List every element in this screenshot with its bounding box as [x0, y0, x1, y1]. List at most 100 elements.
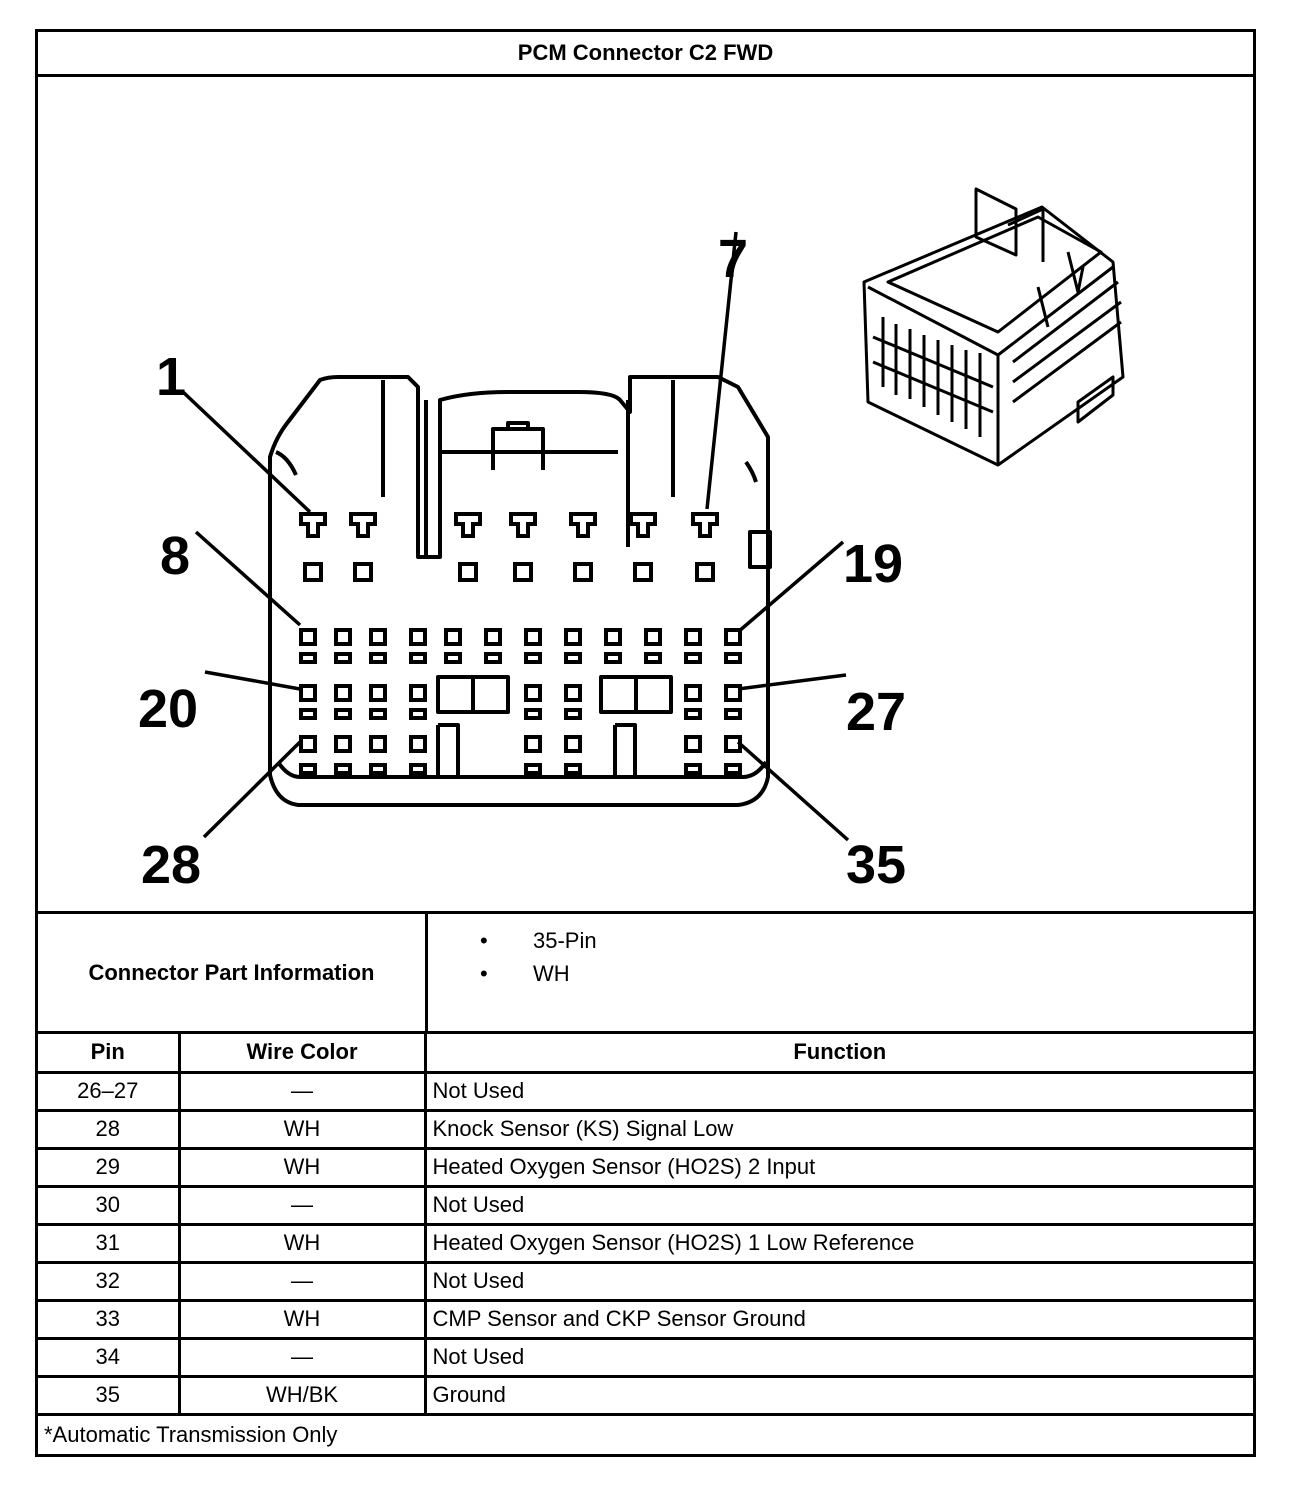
pin-cavity-lower — [524, 708, 542, 720]
pin-cavity-lower — [334, 708, 352, 720]
pin-cavity — [564, 628, 582, 646]
pin-cell: 30 — [38, 1186, 181, 1226]
pin-cavity-lower — [369, 763, 387, 775]
pin-cavity — [369, 628, 387, 646]
pin-cavity-lower — [369, 652, 387, 664]
pin-cavity — [334, 735, 352, 753]
pin-cell: 28 — [38, 1110, 181, 1150]
wire-color-cell: WH — [179, 1148, 427, 1188]
pin-cavity-lower — [334, 652, 352, 664]
pin-cavity — [369, 684, 387, 702]
wire-color-cell: — — [179, 1262, 427, 1302]
pinout-table: Pin Wire Color Function 26–27 — Not Used… — [38, 1034, 1253, 1416]
pin-cavity — [513, 562, 533, 582]
pin-cavity-lower — [484, 652, 502, 664]
pin-cavity-lower — [684, 763, 702, 775]
pin-cavity — [334, 684, 352, 702]
pin-cavity — [644, 628, 662, 646]
connector-housing-outline — [268, 375, 770, 807]
terminal-slot — [629, 512, 657, 538]
table-row: 30 — Not Used — [38, 1186, 1253, 1226]
terminal-slot — [509, 512, 537, 538]
function-cell: Not Used — [425, 1072, 1253, 1112]
terminal-slot — [299, 512, 327, 538]
pin-cavity-lower — [684, 652, 702, 664]
part-info-list: 35-Pin WH — [428, 914, 597, 1031]
wire-color-cell: — — [179, 1338, 427, 1378]
connector-sheet: PCM Connector C2 FWD — [35, 29, 1256, 1457]
callout-pin-27: 27 — [846, 682, 906, 742]
pin-cavity — [524, 684, 542, 702]
pin-cavity — [724, 684, 742, 702]
pin-cavity — [633, 562, 653, 582]
terminal-slot — [691, 512, 719, 538]
pin-cavity — [444, 628, 462, 646]
callout-pin-19: 19 — [843, 534, 903, 594]
pin-cavity — [299, 735, 317, 753]
pin-cavity — [564, 735, 582, 753]
table-header-row: Pin Wire Color Function — [38, 1034, 1253, 1074]
pin-cell: 34 — [38, 1338, 181, 1378]
pin-cavity-lower — [564, 652, 582, 664]
connector-face-diagram: 1 7 8 19 20 27 28 35 — [138, 187, 1125, 895]
function-cell: CMP Sensor and CKP Sensor Ground — [425, 1300, 1253, 1340]
pin-cavity — [409, 628, 427, 646]
pin-cavity — [695, 562, 715, 582]
terminal-slot — [569, 512, 597, 538]
connector-isometric-view — [862, 187, 1125, 467]
function-cell: Not Used — [425, 1338, 1253, 1378]
pin-cavity-lower — [409, 708, 427, 720]
part-info-color: WH — [428, 957, 597, 990]
terminal-slot — [454, 512, 482, 538]
pin-cavity — [684, 735, 702, 753]
pin-cavity-lower — [444, 652, 462, 664]
wire-color-cell: WH — [179, 1224, 427, 1264]
part-info-row: Connector Part Information 35-Pin WH — [38, 914, 1253, 1034]
pin-cavity — [299, 628, 317, 646]
wire-color-cell: WH — [179, 1110, 427, 1150]
pin-cavity — [409, 735, 427, 753]
pin-cavity — [684, 684, 702, 702]
pin-cavity-lower — [724, 708, 742, 720]
pin-cavity — [484, 628, 502, 646]
function-cell: Knock Sensor (KS) Signal Low — [425, 1110, 1253, 1150]
pin-cavity — [334, 628, 352, 646]
function-cell: Heated Oxygen Sensor (HO2S) 2 Input — [425, 1148, 1253, 1188]
pin-cell: 29 — [38, 1148, 181, 1188]
pin-cavity-lower — [724, 652, 742, 664]
part-info-label: Connector Part Information — [38, 914, 428, 1031]
function-cell: Not Used — [425, 1262, 1253, 1302]
connector-figure: 1 7 8 19 20 27 28 35 — [38, 77, 1253, 914]
table-row: 35 WH/BK Ground — [38, 1376, 1253, 1416]
table-row: 31 WH Heated Oxygen Sensor (HO2S) 1 Low … — [38, 1224, 1253, 1264]
table-row: 29 WH Heated Oxygen Sensor (HO2S) 2 Inpu… — [38, 1148, 1253, 1188]
wire-color-cell: WH — [179, 1300, 427, 1340]
pin-cavity-lower — [684, 708, 702, 720]
pin-cell: 35 — [38, 1376, 181, 1416]
wire-color-cell: WH/BK — [179, 1376, 427, 1416]
pin-cell: 33 — [38, 1300, 181, 1340]
pin-cavity — [524, 735, 542, 753]
pin-cavity-lower — [564, 708, 582, 720]
pin-cavity — [409, 684, 427, 702]
pin-cavity-lower — [524, 652, 542, 664]
pin-grid — [299, 512, 742, 775]
header-pin: Pin — [38, 1034, 181, 1074]
callout-pin-35: 35 — [846, 835, 906, 895]
pin-cavity — [369, 735, 387, 753]
pin-cavity — [458, 562, 478, 582]
pin-cavity-lower — [564, 763, 582, 775]
terminal-slot — [349, 512, 377, 538]
function-cell: Not Used — [425, 1186, 1253, 1226]
function-cell: Ground — [425, 1376, 1253, 1416]
pin-cavity-lower — [604, 652, 622, 664]
table-row: 32 — Not Used — [38, 1262, 1253, 1302]
callout-pin-7: 7 — [718, 229, 748, 289]
pin-cell: 32 — [38, 1262, 181, 1302]
pin-cavity-lower — [334, 763, 352, 775]
callout-pin-1: 1 — [156, 347, 186, 407]
pin-cavity — [524, 628, 542, 646]
table-row: 26–27 — Not Used — [38, 1072, 1253, 1112]
pin-cavity — [724, 628, 742, 646]
pin-cavity — [299, 684, 317, 702]
